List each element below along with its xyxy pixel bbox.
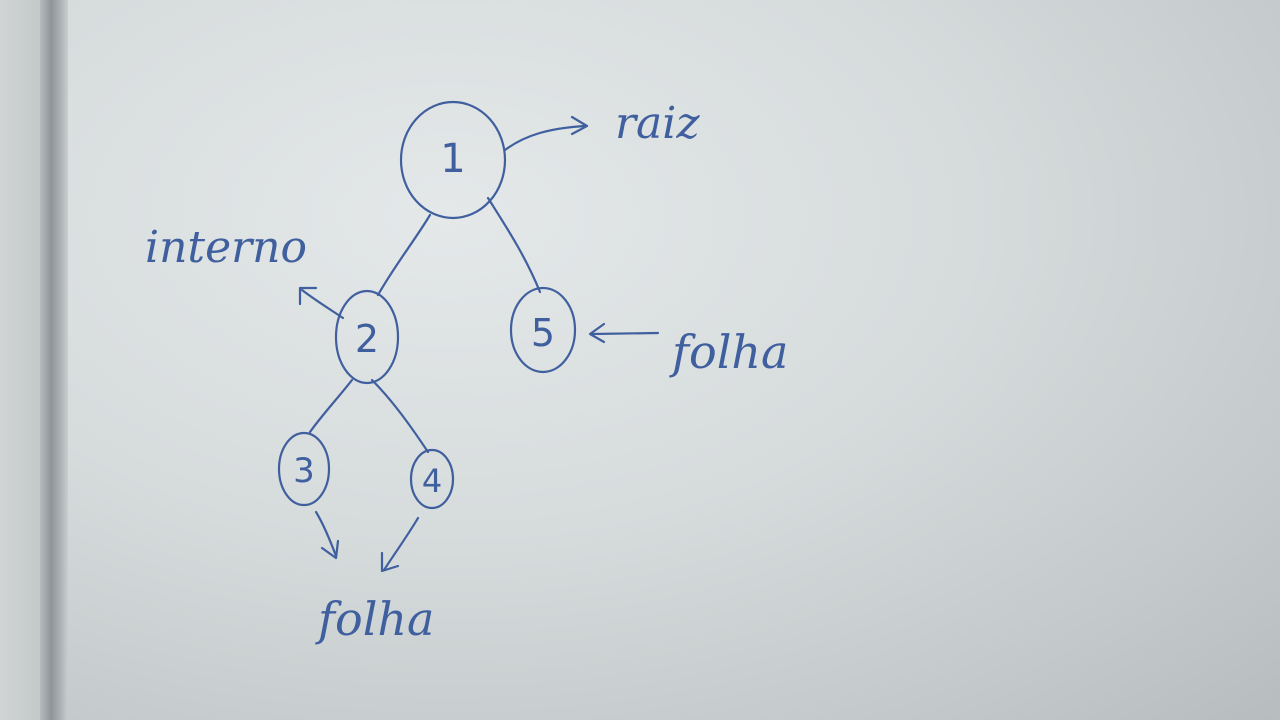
node-5-circle bbox=[509, 286, 577, 374]
node-4-label: 4 bbox=[422, 462, 442, 500]
node-4-circle bbox=[409, 448, 455, 510]
internal-annotation: interno bbox=[145, 222, 307, 273]
leaf-right-arrow bbox=[590, 331, 660, 336]
edge-2-4 bbox=[370, 378, 430, 454]
edge-1-5 bbox=[486, 196, 542, 294]
whiteboard-frame-edge bbox=[40, 0, 68, 720]
node-2-label: 2 bbox=[355, 317, 379, 361]
leaf-bottom-annotation: folha bbox=[315, 592, 434, 646]
leaf-right-arrowhead bbox=[588, 322, 606, 344]
node-5-label: 5 bbox=[531, 311, 555, 355]
root-annotation: raiz bbox=[615, 98, 700, 149]
root-arrow bbox=[503, 124, 587, 152]
node-1-circle bbox=[399, 100, 507, 220]
leaf-4-arrowhead bbox=[380, 551, 400, 573]
leaf-right-annotation: folha bbox=[669, 325, 788, 379]
leaf-4-arrow bbox=[382, 516, 420, 572]
leaf-3-arrow bbox=[314, 510, 338, 558]
edge-1-2 bbox=[376, 213, 432, 297]
edge-2-3 bbox=[308, 378, 354, 434]
internal-arrow bbox=[300, 288, 345, 320]
internal-arrowhead bbox=[298, 286, 318, 306]
node-3-label: 3 bbox=[293, 451, 315, 491]
node-1-label: 1 bbox=[440, 136, 465, 182]
node-2-circle bbox=[334, 289, 400, 385]
leaf-3-arrowhead bbox=[320, 539, 340, 560]
root-arrowhead bbox=[570, 115, 589, 136]
wall-background bbox=[0, 0, 40, 720]
node-3-circle bbox=[277, 431, 331, 507]
